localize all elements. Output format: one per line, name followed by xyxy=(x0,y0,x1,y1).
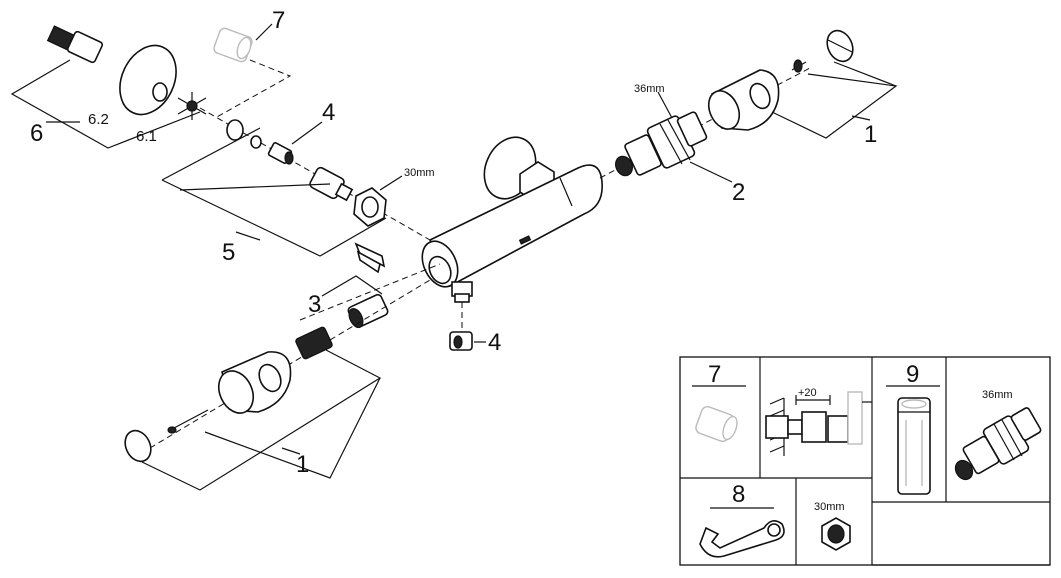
panel-extension-drawing xyxy=(765,391,872,456)
leader-1-bottom-a xyxy=(141,349,382,491)
part-1-handle-left xyxy=(124,326,333,463)
leader-4-top xyxy=(291,121,323,145)
dim-30mm: 30mm xyxy=(404,167,435,179)
panel-extension-dim: +20 xyxy=(798,387,817,399)
axis-left-mid xyxy=(299,263,441,321)
leader-1-top-b xyxy=(833,61,897,87)
leader-1-top-a xyxy=(771,73,898,139)
callout-6-1: 6.1 xyxy=(136,128,157,145)
part-5-connector xyxy=(309,166,354,202)
panel-part-9-tool xyxy=(897,397,931,495)
callout-5: 5 xyxy=(222,239,235,266)
part-4-check-valve-top xyxy=(267,142,294,165)
panel-label-8: 8 xyxy=(732,481,745,508)
leader-36mm xyxy=(657,91,673,119)
panel-label-7: 7 xyxy=(708,361,721,388)
callout-1-top: 1 xyxy=(864,121,877,148)
part-6-wall-connection xyxy=(46,25,207,120)
leader-5a xyxy=(161,127,261,181)
callout-6: 6 xyxy=(30,120,43,147)
accessory-panel: 7 +20 9 xyxy=(679,356,1051,566)
callout-6-2: 6.2 xyxy=(88,111,109,128)
callout-4-top: 4 xyxy=(322,99,335,126)
panel-part-7-extension xyxy=(695,406,738,442)
panel-label-9: 9 xyxy=(906,361,919,388)
part-1-handle-right xyxy=(707,29,854,131)
panel-part-8-wrench xyxy=(699,520,785,558)
part-3-clip xyxy=(354,242,386,274)
leader-6 xyxy=(10,59,201,149)
leader-7 xyxy=(255,23,273,41)
part-7-extension-ghost xyxy=(213,27,253,63)
callout-3: 3 xyxy=(308,291,321,318)
leader-1-bottom-tick xyxy=(281,447,301,455)
leader-3 xyxy=(321,275,383,297)
washer xyxy=(226,119,244,141)
panel-part-nut xyxy=(821,517,851,551)
panel-part-cartridge xyxy=(954,407,1042,481)
part-3-regulator xyxy=(347,293,389,329)
callout-7: 7 xyxy=(272,7,285,34)
leader-30mm xyxy=(379,175,403,191)
leader-2 xyxy=(689,161,733,183)
leader-5-tick xyxy=(235,231,261,241)
thermostat-body xyxy=(421,136,603,303)
axis-7 xyxy=(214,59,292,119)
callout-4-bottom: 4 xyxy=(488,329,501,356)
part-2-cartridge xyxy=(615,111,708,177)
seal-ring xyxy=(250,135,262,149)
leader-5b xyxy=(161,179,387,257)
part-4-check-valve-bottom xyxy=(449,331,473,351)
panel-dim-30mm: 30mm xyxy=(814,501,845,513)
leader-1-bottom-b xyxy=(204,377,381,479)
dim-36mm: 36mm xyxy=(634,83,665,95)
callout-2: 2 xyxy=(732,179,745,206)
callout-1-bottom: 1 xyxy=(296,451,309,478)
part-5-nut xyxy=(353,187,387,227)
panel-dim-36mm: 36mm xyxy=(982,389,1013,401)
leader-1-top-tick xyxy=(851,115,871,121)
leader-5c xyxy=(179,183,331,191)
